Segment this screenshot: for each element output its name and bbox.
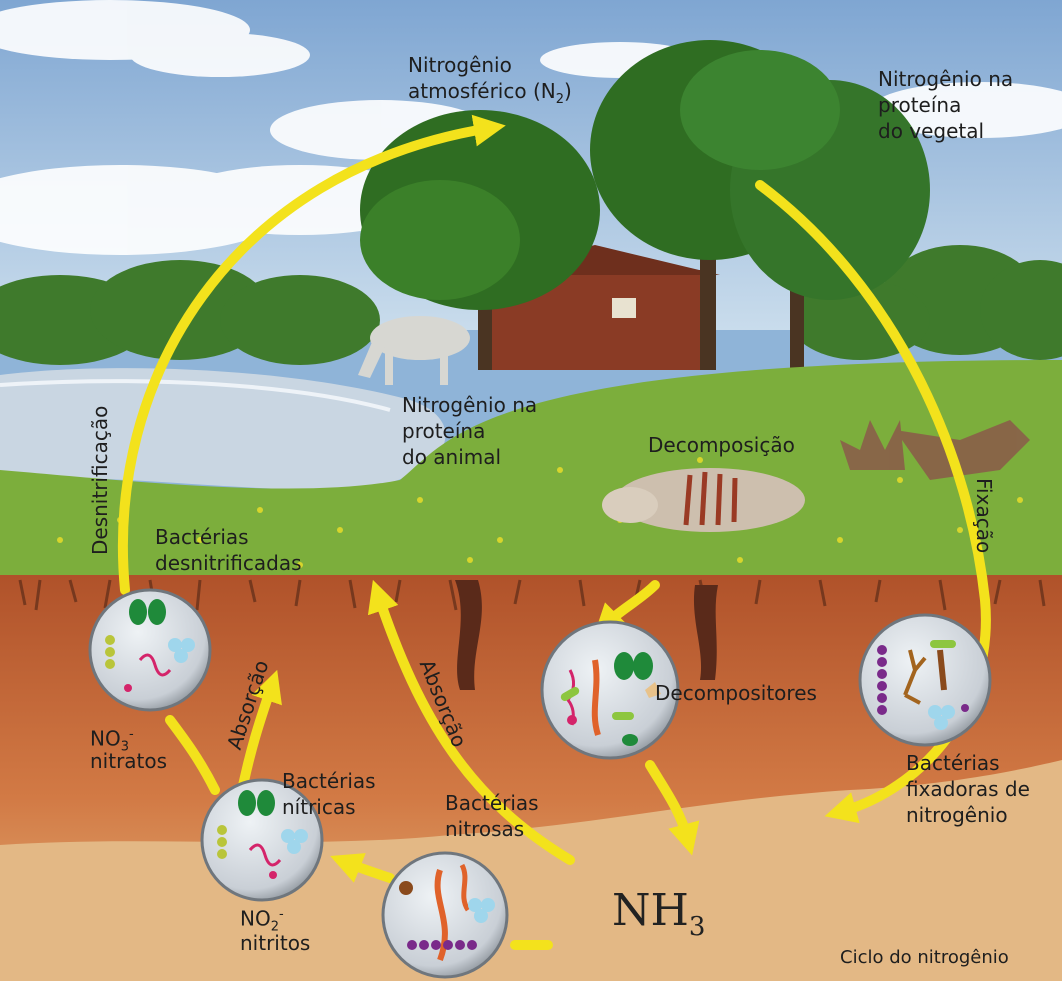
bubble-fixing (860, 615, 990, 745)
label-ammonia: NH3 (612, 885, 705, 942)
label-nitric-bacteria: Bactérias nítricas (282, 768, 376, 820)
label-cycle-title: Ciclo do nitrogênio (840, 945, 1009, 971)
label-plant-protein: Nitrogênio na proteína do vegetal (878, 66, 1013, 144)
label-nitrites: nitritos (240, 930, 310, 956)
label-fixation: Fixação (972, 478, 996, 553)
label-nitrates: nitratos (90, 748, 167, 774)
label-animal-protein: Nitrogênio na proteína do animal (402, 392, 537, 470)
label-fixing-bacteria: Bactérias fixadoras de nitrogênio (906, 750, 1030, 828)
label-decomposers: Decompositores (655, 680, 817, 706)
bubble-denitrifying (90, 590, 210, 710)
label-nitrous-bacteria: Bactérias nitrosas (445, 790, 539, 842)
bubble-nitrous (383, 853, 507, 977)
label-denitrifying-bacteria: Bactérias desnitrificadas (155, 524, 302, 576)
label-decomposition: Decomposição (648, 432, 795, 458)
label-denitrification: Desnitrificação (88, 406, 112, 555)
